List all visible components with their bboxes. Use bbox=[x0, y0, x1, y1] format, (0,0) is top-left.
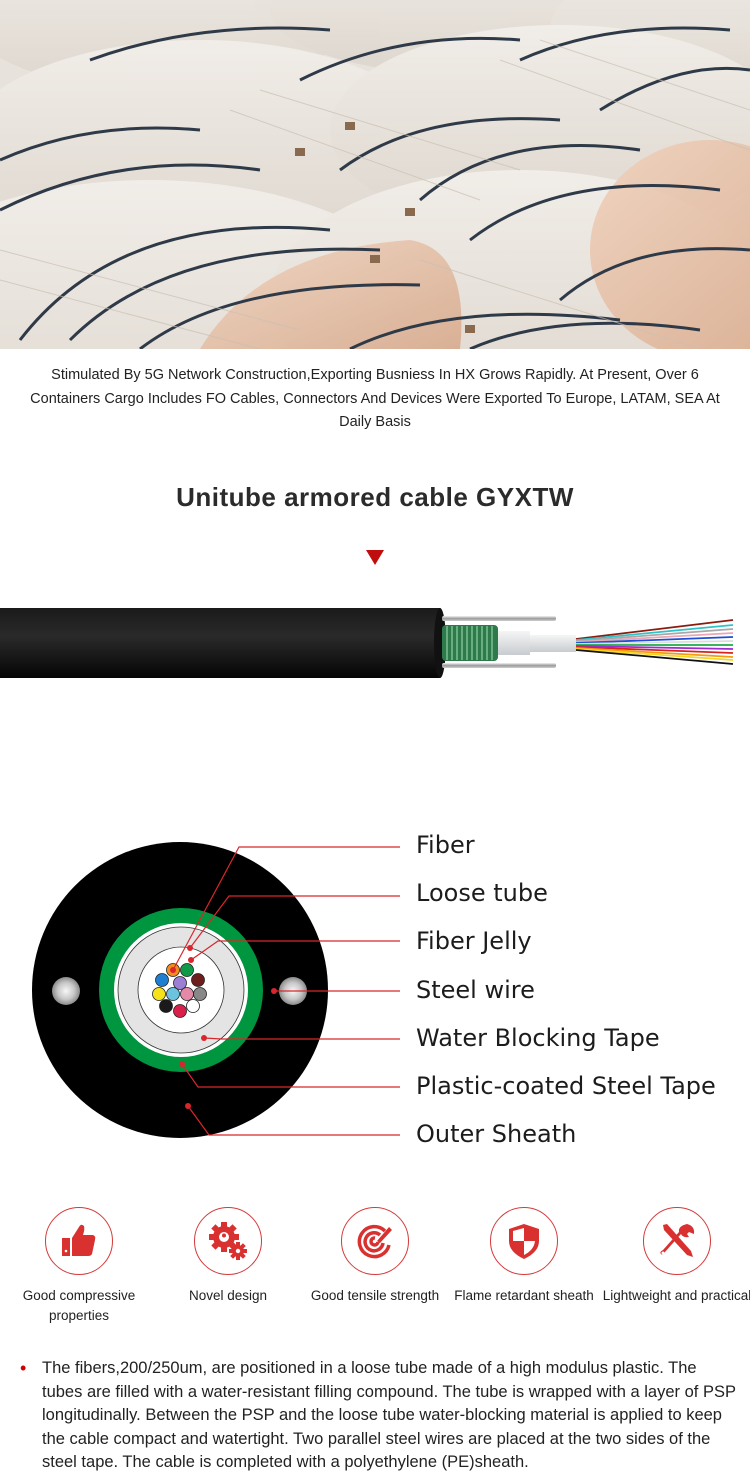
feature-icon-circle bbox=[341, 1207, 409, 1275]
label-water-blocking-tape: Water Blocking Tape bbox=[416, 1024, 660, 1052]
feature-item: Lightweight and practical bbox=[602, 1207, 750, 1306]
cable-drums-illustration bbox=[0, 0, 750, 349]
intro-paragraph: Stimulated By 5G Network Construction,Ex… bbox=[30, 367, 720, 430]
description-text: The fibers,200/250um, are positioned in … bbox=[42, 1359, 736, 1471]
cable-side-view bbox=[0, 595, 750, 695]
hero-image-cable-drums bbox=[0, 0, 750, 349]
shield-icon bbox=[509, 1224, 539, 1259]
cable-cross-section-diagram bbox=[20, 820, 740, 1180]
tools-icon bbox=[660, 1224, 695, 1257]
label-plastic-coated-steel-tape: Plastic-coated Steel Tape bbox=[416, 1072, 716, 1100]
feature-label: Good compressive properties bbox=[22, 1288, 136, 1323]
down-arrow-icon bbox=[366, 550, 384, 565]
thumbs-up-icon bbox=[62, 1224, 96, 1256]
feature-label: Lightweight and practical bbox=[602, 1288, 750, 1303]
label-outer-sheath: Outer Sheath bbox=[416, 1120, 577, 1148]
feature-item: Good tensile strength bbox=[300, 1207, 450, 1306]
cross-section-illustration bbox=[32, 842, 400, 1138]
feature-label: Flame retardant sheath bbox=[454, 1288, 594, 1303]
product-description: • The fibers,200/250um, are positioned i… bbox=[20, 1357, 740, 1475]
cable-side-view-illustration bbox=[0, 608, 734, 678]
feature-item: Novel design bbox=[153, 1207, 303, 1306]
feature-icon-circle bbox=[643, 1207, 711, 1275]
feature-item: Good compressive properties bbox=[4, 1207, 154, 1326]
label-fiber: Fiber bbox=[416, 831, 475, 859]
feature-icon-circle bbox=[490, 1207, 558, 1275]
feature-list: Good compressive properties bbox=[0, 1207, 750, 1337]
product-title: Unitube armored cable GYXTW bbox=[176, 482, 574, 512]
feature-item: Flame retardant sheath bbox=[449, 1207, 599, 1306]
gears-icon bbox=[209, 1222, 247, 1260]
label-fiber-jelly: Fiber Jelly bbox=[416, 927, 532, 955]
feature-label: Novel design bbox=[188, 1288, 268, 1303]
label-steel-wire: Steel wire bbox=[416, 976, 535, 1004]
feature-icon-circle bbox=[45, 1207, 113, 1275]
feature-label: Good tensile strength bbox=[310, 1288, 440, 1303]
target-icon bbox=[357, 1224, 392, 1259]
feature-icon-circle bbox=[194, 1207, 262, 1275]
label-loose-tube: Loose tube bbox=[416, 879, 548, 907]
bullet-icon: • bbox=[20, 1358, 27, 1378]
